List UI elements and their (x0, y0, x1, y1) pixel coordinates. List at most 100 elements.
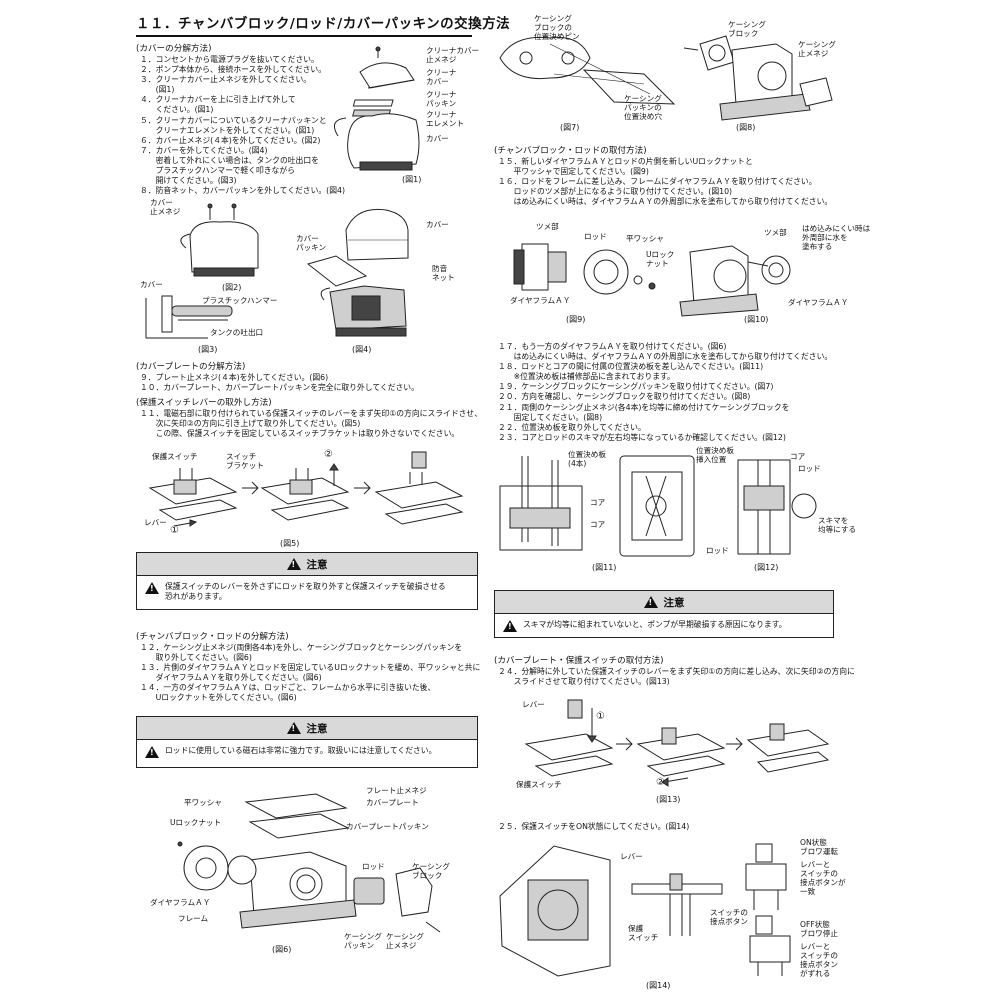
instruction-line: ４．クリーナカバーを上に引き上げて外して (140, 95, 296, 105)
switch-lever-removal-section: (保護スイッチレバーの取外し方法) １１．電磁石部に取り付けられている保護スイッ… (136, 398, 482, 439)
figure-6-label: ケーシング 止メネジ (386, 932, 424, 950)
figure-11-caption: (図11) (592, 563, 617, 572)
cover-disassembly-section: (カバーの分解方法) １．コンセントから電源プラグを抜いてください。 ２．ポンプ… (136, 44, 345, 196)
figure-9: ツメ部 ロッド 平ワッシャ Uロック ナット ダイヤフラムＡＹ (図9) (500, 222, 674, 328)
figure-14-label: レバーと スイッチの 接点ボタン がずれる (800, 942, 838, 978)
figure-1-label: クリーナ パッキン (426, 90, 457, 108)
chamber-disassembly-section: (チャンバブロック・ロッドの分解方法) １２．ケーシング止メネジ(両側各4本)を… (136, 632, 480, 704)
instruction-line: この際、保護スイッチを固定しているスイッチブラケットは取り外さないでください。 (140, 429, 460, 439)
section-heading: (カバープレートの分解方法) (136, 362, 246, 372)
section-heading: (保護スイッチレバーの取外し方法) (136, 398, 272, 408)
arrow-1-marker: ① (596, 711, 605, 722)
figure-12: コア ロッド スキマを 均等にする (図12) (734, 446, 857, 574)
instruction-line: ２．ポンプ本体から、接続ホースを外してください。 (140, 65, 327, 75)
page-title: １１．チャンバブロック/ロッド/カバーパッキンの交換方法 (136, 12, 510, 37)
figure-4-label: 防音 ネット (432, 264, 455, 282)
caution-header: 注意 (137, 553, 477, 576)
figure-2-caption: (図2) (222, 283, 242, 292)
instruction-line: はめ込みにくい時は、ダイヤフラムＡＹの外周部に水を塗布してから取り付けてください… (498, 197, 833, 207)
figure-8-label: ケーシング ブロック (728, 20, 766, 38)
figure-11-label: コア (590, 520, 606, 529)
figure-4: カバー カバー パッキン 防音 ネット (図4) (296, 200, 476, 358)
caution-text: スキマが均等に組まれていないと、ポンプが早期破損する原因になります。 (523, 620, 787, 629)
figure-12-label: スキマを 均等にする (818, 516, 857, 534)
instruction-line: プラスチックハンマーで軽く叩きながら (140, 166, 295, 176)
instruction-line: 開けてください。(図3) (140, 176, 237, 186)
section-heading: (チャンバブロック・ロッドの取付方法) (494, 146, 647, 156)
figure-6: フレート止メネジ カバープレート 平ワッシャ Uロックナット カバープレートパッ… (150, 782, 480, 958)
figure-13: レバー 保護スイッチ ① ② (図13) (512, 694, 832, 806)
instruction-line: はめ込みにくい時は、ダイヤフラムＡＹの外周部に水を塗布してから取り付けてください… (498, 352, 833, 362)
figure-10-caption: (図10) (744, 315, 769, 324)
figure-9-label: ロッド (584, 232, 607, 241)
figure-7: ケーシング ブロックの 位置決めピン ケーシング パッキンの 位置決め穴 (図7… (494, 14, 684, 138)
figure-12-caption: (図12) (754, 563, 779, 572)
instruction-line: ※位置決め板は補修部品に含まれております。 (498, 372, 675, 382)
figure-1-label: クリーナカバー 止メネジ (426, 46, 480, 64)
warning-icon (286, 558, 301, 570)
figure-6-label: フレート止メネジ (366, 786, 427, 795)
figure-11-label: 位置決め板 (4本) (568, 450, 606, 468)
figure-14: レバー 保護 スイッチ ON状態 ブロワ運転 レバーと スイッチの 接点ボタンが… (494, 836, 854, 994)
instruction-line: １７．もう一方のダイヤフラムＡＹを取り付けてください。(図6) (498, 342, 727, 351)
figure-11: 位置決め板 (4本) 位置決め板 挿入位置 コア コア ロッド (図11) (496, 446, 734, 574)
figure-5-caption: (図5) (280, 539, 300, 548)
figure-8: ケーシング ブロック ケーシング 止メネジ (図8) (676, 14, 846, 138)
caution-text: ロッドに使用している磁石は非常に強力です。取扱いには注意してください。 (165, 746, 437, 755)
figure-1: クリーナカバー 止メネジ クリーナ カバー クリーナ パッキン クリーナ エレメ… (320, 44, 480, 184)
figure-14-label: スイッチの 接点ボタン (710, 908, 748, 926)
instruction-line: １０．カバープレート、カバープレートパッキンを完全に取り外してください。 (140, 383, 419, 393)
figure-8-caption: (図8) (736, 123, 756, 132)
instruction-line: ５．クリーナカバーについているクリーナパッキンと (140, 115, 327, 125)
figure-6-drawing (177, 793, 441, 933)
figure-7-caption: (図7) (560, 123, 580, 132)
figure-14-drawing (499, 843, 791, 977)
instruction-line: １２．ケーシング止メネジ(両側各4本)を外し、ケーシングブロックとケーシングパッ… (140, 643, 463, 652)
instruction-line: ２２．位置決め板を取り外してください。 (498, 422, 646, 432)
figure-2: カバー 止メネジ (図2) (150, 198, 280, 294)
figure-13-label: 保護スイッチ (516, 780, 562, 789)
warning-icon (643, 596, 658, 608)
figure-12-drawing (737, 459, 817, 555)
figure-3-label: カバー (140, 280, 163, 289)
instruction-line: ２３．コアとロッドのスキマが左右均等になっているか確認してください。(図12) (498, 432, 786, 442)
figure-5: 保護スイッチ スイッチ ブラケット レバー ① ② (図5) (140, 448, 470, 548)
instruction-line: 平ワッシャで固定してください。(図9) (498, 167, 649, 177)
figure-6-label: ロッド (362, 862, 385, 871)
figure-10: ツメ部 はめ込みにくい時は 外周部に水を 塗布する ダイヤフラムＡＹ (図10) (672, 222, 870, 328)
figure-7-label: ケーシング ブロックの 位置決めピン (534, 14, 580, 41)
figure-6-label: ダイヤフラムＡＹ (150, 898, 211, 907)
instruction-line: ２４．分解時に外していた保護スイッチのレバーをまず矢印①の方向に差し込み、次に矢… (498, 667, 855, 676)
figure-11-drawing (499, 455, 695, 557)
figure-3-label: プラスチックハンマー (202, 296, 278, 305)
figure-5-label: スイッチ ブラケット (226, 452, 264, 470)
section-heading: (カバープレート・保護スイッチの取付方法) (494, 656, 664, 666)
figure-11-label: ロッド (706, 546, 729, 555)
instruction-line: ２５．保護スイッチをON状態にしてください。(図14) (498, 822, 690, 831)
instruction-line: １１．電磁石部に取り付けられている保護スイッチのレバーをまず矢印①の方向にスライ… (140, 409, 483, 418)
figure-5-label: 保護スイッチ (152, 452, 198, 461)
figure-12-label: ロッド (798, 464, 821, 473)
figure-12-label: コア (790, 452, 806, 461)
figure-10-label: ダイヤフラムＡＹ (788, 298, 849, 307)
instruction-line: １４．一方のダイヤフラムＡＹは、ロッドごと、フレームから水平に引き抜いた後、 (140, 683, 436, 693)
figure-6-caption: (図6) (272, 945, 292, 954)
figure-1-label: クリーナ カバー (426, 68, 457, 86)
warning-icon (503, 620, 517, 632)
instruction-line: Uロックナットを外してください。(図6) (140, 693, 297, 703)
figure-9-drawing (513, 243, 656, 295)
figure-3-caption: (図3) (198, 345, 218, 354)
section-heading: (チャンバブロック・ロッドの分解方法) (136, 632, 289, 642)
figure-4-drawing (306, 208, 409, 337)
figure-6-label: カバープレート (366, 798, 419, 807)
figure-6-label: Uロックナット (170, 818, 222, 827)
figure-9-label: ダイヤフラムＡＹ (510, 296, 571, 305)
instruction-line: ３．クリーナカバー止メネジを外してください。 (140, 75, 312, 85)
figure-5-drawing (148, 451, 464, 527)
figure-3-drawing (145, 295, 233, 339)
cover-plate-install-section: (カバープレート・保護スイッチの取付方法) ２４．分解時に外していた保護スイッチ… (494, 656, 855, 687)
instruction-line: 密着して外れにくい場合は、タンクの吐出口を (140, 155, 319, 165)
instruction-line: ２１．両側のケーシング止メネジ(各4本)を均等に締め付けてケーシングブロックを (498, 402, 790, 412)
caution-header: 注意 (495, 591, 833, 614)
figure-6-label: ケーシング パッキン (344, 932, 382, 950)
